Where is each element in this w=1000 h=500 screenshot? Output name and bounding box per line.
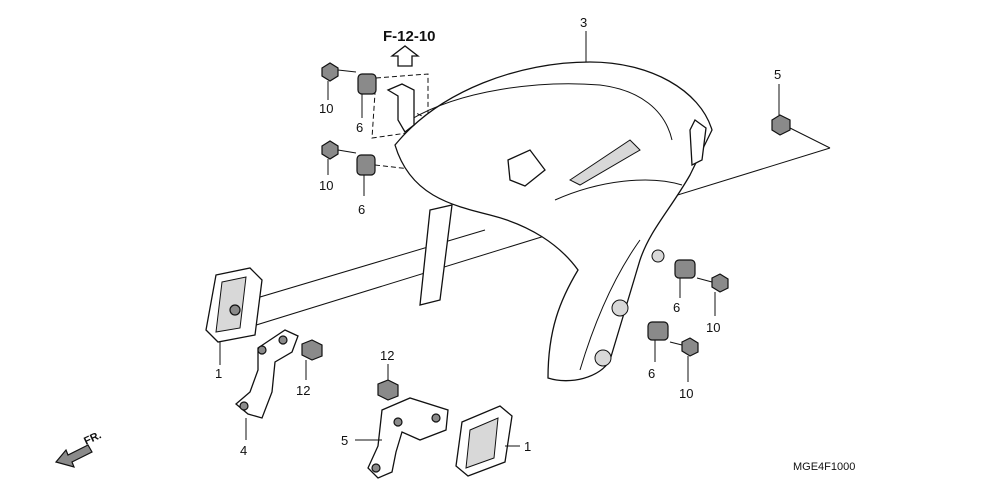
callout-6-upper-left: 6 [356, 120, 363, 135]
reflector-1-left-lens [215, 276, 247, 333]
grommet-6-right-upper-icon [674, 259, 696, 279]
callout-6-upper-right: 6 [673, 300, 680, 315]
bracket-5-body [367, 397, 449, 479]
fender-vent [569, 139, 641, 186]
callout-3: 3 [580, 15, 587, 30]
bolt-9-icon [771, 114, 791, 136]
grommet-6-right-lower-icon [647, 321, 669, 341]
callout-10-upper-left: 10 [319, 101, 333, 116]
callout-12-lower: 12 [380, 348, 394, 363]
nut-12-lower [377, 364, 399, 401]
bracket-4-hole-bottom [239, 401, 249, 411]
callout-12-left: 12 [296, 383, 310, 398]
nut-12-left [301, 339, 323, 380]
guide-line-bolt-9 [789, 127, 831, 149]
bracket-4-hole-top [257, 345, 267, 355]
bracket-5-hole-right [431, 413, 441, 423]
bolt-10-right-upper-shank [696, 277, 713, 283]
lower-bracket [355, 397, 449, 479]
upper-left-fasteners [321, 62, 377, 118]
fender-inner-line [579, 239, 641, 371]
callout-4: 4 [240, 443, 247, 458]
front-label: FR. [82, 429, 103, 447]
fender-mount-hole-upper [611, 299, 629, 317]
reference-arrow-icon [390, 45, 420, 67]
reference-label: F-12-10 [383, 28, 436, 45]
reflector-1-left-hole [229, 304, 241, 316]
bolt-10-right-lower-shank [669, 341, 683, 346]
bolt-10-lower-head-icon [321, 140, 339, 160]
callout-10-upper-right: 10 [706, 320, 720, 335]
fender-clip [386, 83, 415, 133]
upper-right-fasteners [674, 259, 729, 316]
callout-10-lower-left: 10 [319, 178, 333, 193]
lower-right-fasteners [647, 321, 699, 382]
nut-12-left-icon [301, 339, 323, 361]
callout-6-lower-right: 6 [648, 366, 655, 381]
front-direction-indicator: FR. [54, 429, 103, 468]
bracket-4-body [234, 329, 299, 419]
left-reflector [205, 267, 263, 365]
grommet-6-lower-icon [356, 154, 376, 176]
reflector-1-lower-lens [465, 417, 499, 469]
fender-mount-hole-lower [594, 349, 612, 367]
bolt-10-lower-shank [337, 149, 357, 154]
callout-6-lower-left: 6 [358, 202, 365, 217]
bracket-4-hole-right [278, 335, 288, 345]
bracket-5-hole-top [393, 417, 403, 427]
fender-left-leg [419, 204, 453, 306]
callout-1-lower: 1 [524, 439, 531, 454]
lower-reflector [455, 405, 520, 477]
lower-left-fasteners [321, 140, 376, 196]
callout-9: 5 [774, 67, 781, 82]
bolt-9 [771, 84, 791, 136]
grommet-6-upper-icon [357, 73, 377, 95]
fender-emblem [507, 149, 546, 187]
fender-mount-hole-top [651, 249, 665, 263]
front-arrow-icon [54, 444, 93, 468]
fender-rear-tab [689, 119, 707, 167]
diagram-code: MGE4F1000 [793, 461, 855, 473]
bolt-10-right-lower-head-icon [681, 337, 699, 357]
bolt-10-upper-shank [337, 69, 357, 73]
front-fender [386, 61, 713, 382]
bolt-10-right-upper-head-icon [711, 273, 729, 293]
bolt-10-upper-head-icon [321, 62, 339, 82]
callout-5: 5 [341, 433, 348, 448]
nut-12-lower-icon [377, 379, 399, 401]
callout-10-lower-right: 10 [679, 386, 693, 401]
guide-line-main [239, 147, 831, 331]
fender-crest-line [409, 83, 673, 141]
callout-1-left: 1 [215, 366, 222, 381]
bracket-5-hole-bottom [371, 463, 381, 473]
left-bracket [234, 329, 299, 440]
fender-edge-line [554, 179, 683, 201]
